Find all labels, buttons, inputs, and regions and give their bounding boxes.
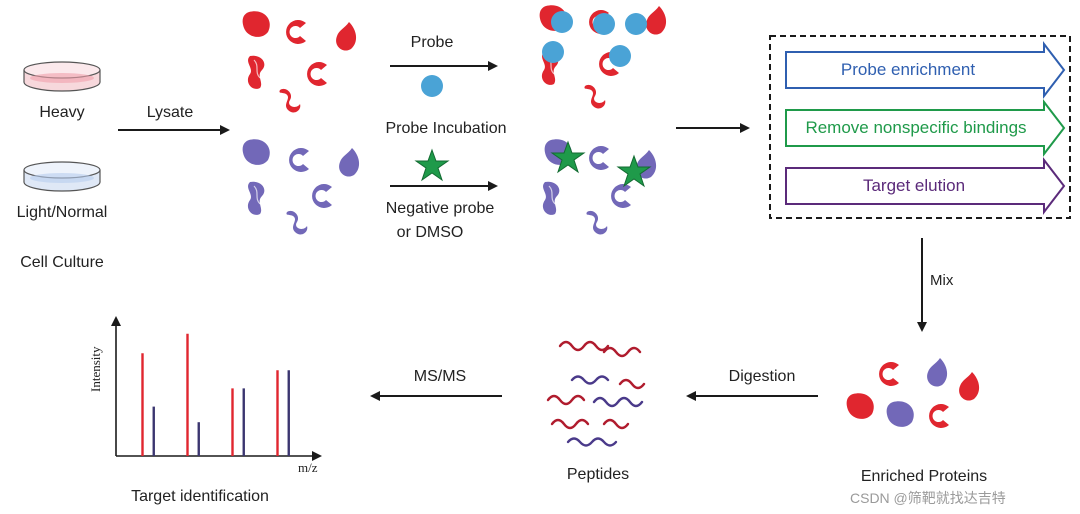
workflow-step-2-label: Remove nonspecific bindings bbox=[805, 118, 1027, 137]
probe-label: Probe bbox=[410, 34, 454, 51]
enriched-proteins-label: Enriched Proteins bbox=[860, 468, 988, 485]
peptides-label: Peptides bbox=[566, 466, 630, 483]
workflow-step-arrow-1 bbox=[785, 41, 1066, 99]
enriched-proteins-cluster bbox=[846, 358, 980, 428]
light-normal-label: Light/Normal bbox=[16, 204, 108, 221]
workflow-step-1-label: Probe enrichment bbox=[840, 60, 976, 79]
ms-spectrum bbox=[111, 316, 322, 461]
workflow-box bbox=[769, 35, 1071, 219]
light-proteins-cluster bbox=[242, 139, 360, 235]
heavy-proteins-cluster bbox=[242, 11, 357, 113]
intensity-axis-label: Intensity bbox=[88, 346, 103, 393]
peptides-cluster bbox=[546, 340, 646, 447]
cell-culture-label: Cell Culture bbox=[20, 254, 104, 271]
lysate-label: Lysate bbox=[146, 104, 194, 121]
ms-ms-label: MS/MS bbox=[413, 368, 467, 385]
probe-icon bbox=[421, 75, 443, 97]
watermark-text: CSDN @筛靶就找达吉特 bbox=[850, 490, 1006, 506]
dmso-label: or DMSO bbox=[396, 224, 464, 241]
workflow-step-arrow-3 bbox=[785, 157, 1066, 215]
heavy-dish-icon bbox=[23, 61, 101, 92]
mz-axis-label: m/z bbox=[298, 460, 318, 475]
probe-incubation-label: Probe Incubation bbox=[385, 120, 507, 137]
workflow-step-arrow-2 bbox=[785, 99, 1066, 157]
light-dish-icon bbox=[23, 161, 101, 192]
negative-probe-star-icon bbox=[414, 148, 450, 182]
digestion-label: Digestion bbox=[728, 368, 796, 385]
heavy-proteins-with-probe bbox=[539, 5, 667, 109]
target-identification-label: Target identification bbox=[131, 488, 269, 505]
workflow-step-3-label: Target elution bbox=[862, 176, 966, 195]
heavy-label: Heavy bbox=[39, 104, 85, 121]
mix-label: Mix bbox=[930, 272, 954, 289]
negative-probe-label: Negative probe bbox=[385, 200, 495, 217]
light-proteins-with-negative-probe bbox=[542, 139, 657, 235]
